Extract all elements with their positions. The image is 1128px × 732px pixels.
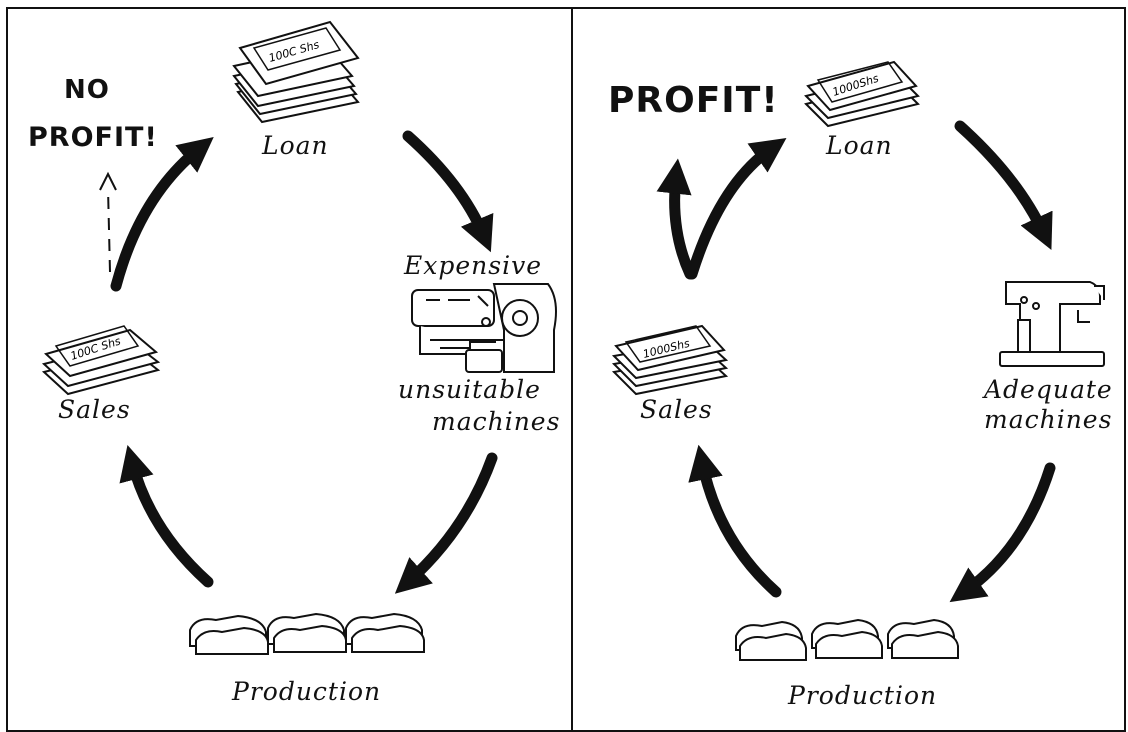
arrow-loan-to-machines-right — [954, 120, 1053, 250]
sales-money-stack-left — [41, 325, 161, 396]
adequate-machine-illustration — [999, 281, 1105, 367]
sales-money-stack-right — [611, 324, 729, 396]
production-label-right: Production — [788, 681, 938, 710]
right-cycle-arrows — [656, 120, 1056, 603]
arrow-machines-to-production-right — [949, 462, 1056, 603]
unsuitable-label-line2: machines — [432, 407, 561, 436]
loan-money-stack-right — [804, 60, 920, 128]
no-profit-label-line1: NO — [64, 75, 110, 105]
arrow-machines-to-production-left — [394, 452, 498, 594]
arrow-sales-to-loan-left — [110, 137, 214, 292]
unsuitable-label-line1: unsuitable — [398, 375, 541, 404]
left-panel — [6, 7, 573, 732]
arrow-production-to-sales-left — [119, 444, 214, 588]
dashed-no-profit-arrow — [107, 187, 111, 273]
adequate-label-line2: machines — [984, 405, 1113, 434]
expensive-label: Expensive — [404, 251, 542, 280]
production-label-left: Production — [232, 677, 382, 706]
loan-money-stack-left — [232, 20, 360, 124]
arrow-profit-branch-right — [656, 158, 696, 280]
production-shoes-right — [735, 618, 959, 661]
sales-label-right: Sales — [640, 395, 713, 424]
sales-label-left: Sales — [58, 395, 131, 424]
profit-label: PROFIT! — [608, 80, 779, 121]
adequate-label-line1: Adequate — [984, 375, 1113, 404]
loan-label-left: Loan — [262, 131, 329, 160]
arrow-production-to-sales-right — [688, 444, 782, 598]
arrow-loan-to-machines-left — [402, 130, 494, 253]
right-panel — [573, 7, 1126, 732]
arrow-sales-to-loan-right — [686, 137, 787, 280]
production-shoes-left — [189, 612, 425, 655]
no-profit-label-line2: PROFIT! — [28, 122, 158, 153]
left-cycle-arrows — [110, 130, 498, 594]
dashed-arrow-head — [99, 171, 117, 191]
expensive-machine-illustration — [411, 283, 557, 373]
loan-label-right: Loan — [826, 131, 893, 160]
